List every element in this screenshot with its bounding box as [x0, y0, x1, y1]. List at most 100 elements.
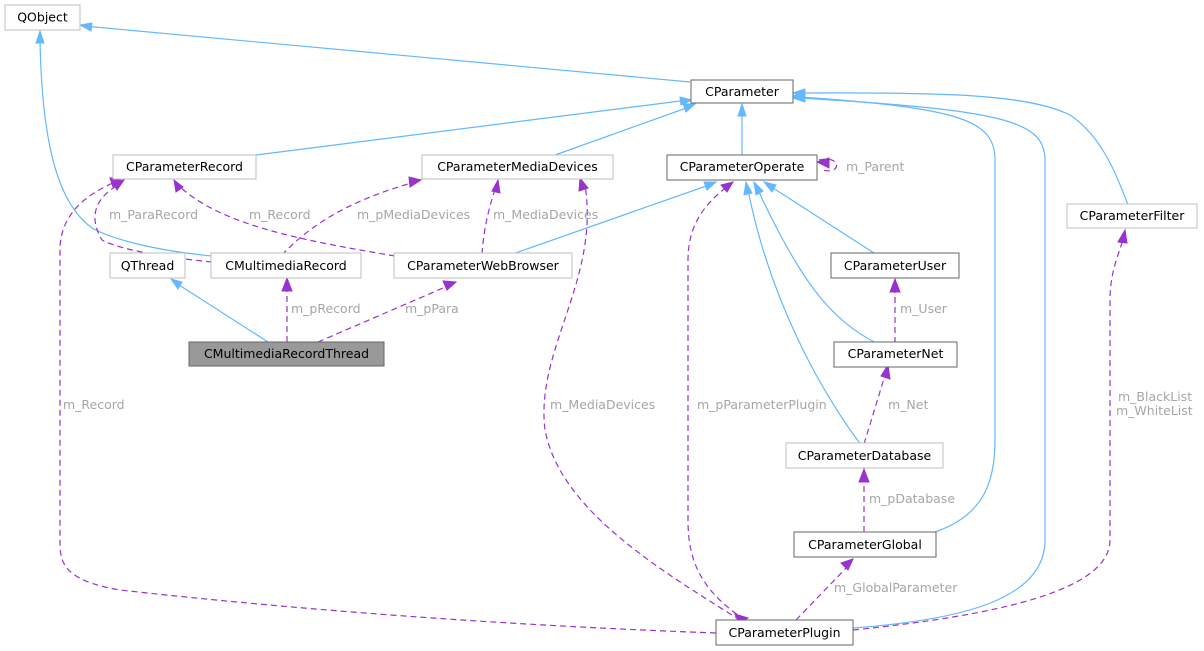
node-cparameter-net[interactable]: CParameterNet [833, 341, 958, 368]
label-m-pparameterplugin: m_pParameterPlugin [697, 397, 827, 412]
node-cparameter-operate[interactable]: CParameterOperate [666, 154, 818, 181]
node-cparameter-database-label: CParameterDatabase [798, 448, 932, 463]
edge-mediadevices-to-cparameter [554, 105, 693, 156]
arrow-head-qthread-from-thread [169, 278, 183, 290]
edge-plugin-m-pparameterplugin [687, 185, 746, 621]
edge-filter-to-cparameter [799, 92, 1129, 206]
node-cparameter-box [690, 79, 794, 104]
node-cparameter-media-devices-box [421, 154, 614, 180]
node-cparameter-web-browser-box [393, 252, 573, 279]
arrow-head-mediadevices-m-pmediadevices [408, 176, 423, 188]
label-m-user: m_User [900, 301, 948, 316]
edge-thread-m-ppara [317, 284, 451, 343]
label-m-mediadevices-plugin: m_MediaDevices [550, 397, 655, 412]
node-cparameter-media-devices[interactable]: CParameterMediaDevices [421, 154, 614, 180]
label-m-precord: m_pRecord [291, 301, 361, 316]
edge-net-to-operate [757, 189, 879, 345]
edge-global-to-cparameter [799, 96, 996, 533]
node-cmultimedia-record-thread[interactable]: CMultimediaRecordThread [188, 341, 385, 367]
edge-plugin-to-cparameter [799, 97, 1046, 629]
arrow-head-operate-m-parent [815, 157, 830, 169]
arrow-head-mediadevices-m-mediadevices [491, 178, 501, 194]
node-cparameter-record-box [112, 154, 257, 180]
node-cparameter-record-label: CParameterRecord [126, 159, 243, 174]
edge-cmultimediarecord-m-pmediadevices [281, 181, 416, 256]
node-cparameter-plugin-box [715, 619, 854, 646]
node-cparameter-user-label: CParameterUser [844, 258, 947, 273]
node-qobject-box [4, 4, 81, 31]
label-m-blacklist: m_BlackList [1118, 389, 1192, 404]
edge-user-to-operate [769, 185, 878, 256]
label-m-pdatabase: m_pDatabase [869, 491, 955, 506]
node-cparameter-user[interactable]: CParameterUser [830, 252, 960, 279]
label-m-ppara: m_pPara [405, 301, 459, 316]
node-cmultimedia-record-label: CMultimediaRecord [225, 258, 346, 273]
node-cparameter-operate-box [666, 154, 818, 181]
edge-database-m-net [863, 371, 887, 445]
node-cparameter-media-devices-label: CParameterMediaDevices [437, 159, 598, 174]
node-cparameter-net-label: CParameterNet [848, 346, 944, 361]
node-cmultimedia-record-box [210, 252, 362, 279]
arrow-head-cmultimediarecord-m-precord [281, 276, 293, 292]
arrow-head-cparameter-from-mediadevices [682, 103, 697, 113]
arrow-head-mediadevices-m-mediadevices-plugin [578, 176, 589, 192]
edge-cmultimediarecord-m-pararecord [94, 184, 213, 263]
node-cparameter-plugin-label: CParameterPlugin [728, 625, 840, 640]
node-qobject[interactable]: QObject [4, 4, 81, 31]
node-cparameter[interactable]: CParameter [690, 79, 794, 104]
node-qthread-box [109, 252, 186, 279]
node-cparameter-net-box [833, 341, 958, 368]
label-m-record-web: m_Record [249, 207, 311, 222]
label-m-mediadevices-web: m_MediaDevices [493, 207, 598, 222]
node-cparameter-global[interactable]: CParameterGlobal [793, 531, 937, 558]
arrow-head-operate-from-webbrowser [703, 181, 718, 191]
node-cparameter-global-box [793, 531, 937, 558]
inheritance-edges [35, 22, 1129, 629]
node-cparameter-global-label: CParameterGlobal [808, 537, 922, 552]
node-cparameter-user-box [830, 252, 960, 279]
nodes: QObject CParameter CParameterRecord CPar… [4, 4, 1198, 646]
node-cmultimedia-record-thread-box [188, 341, 385, 367]
arrow-head-net-m-net [880, 363, 891, 380]
edge-plugin-m-mediadevices [543, 184, 741, 621]
node-cparameter-record[interactable]: CParameterRecord [112, 154, 257, 180]
arrow-head-operate-m-pparameterplugin [720, 181, 735, 193]
edge-database-to-operate [747, 189, 862, 446]
edge-plugin-m-globalparameter [795, 565, 849, 621]
node-cparameter-label: CParameter [705, 84, 780, 99]
edge-webbrowser-to-operate [506, 183, 713, 257]
node-cparameter-filter[interactable]: CParameterFilter [1066, 203, 1198, 229]
node-cparameter-web-browser-label: CParameterWebBrowser [407, 258, 560, 273]
arrow-head-qobject-from-cparameter [78, 22, 93, 32]
arrow-head-cparameter-from-plugin [791, 93, 806, 103]
arrow-head-record-m-record [173, 178, 184, 193]
edge-thread-to-qthread [175, 282, 269, 343]
node-cparameter-database[interactable]: CParameterDatabase [785, 442, 944, 469]
node-cparameter-web-browser[interactable]: CParameterWebBrowser [393, 252, 573, 279]
edge-cparameter-to-qobject [83, 25, 691, 83]
label-m-whitelist: m_WhiteList [1116, 403, 1193, 418]
arrow-head-operate-from-database [743, 180, 753, 196]
label-m-net: m_Net [888, 397, 928, 412]
node-cmultimedia-record-thread-label: CMultimediaRecordThread [204, 346, 369, 361]
edge-labels: m_Parent m_ParaRecord m_Record m_pMediaD… [63, 159, 1193, 595]
arrow-head-operate-from-user [762, 181, 777, 193]
arrow-head-database-m-pdatabase [858, 467, 870, 483]
edge-cmultimediarecord-to-qobject [39, 39, 213, 257]
node-qthread[interactable]: QThread [109, 252, 186, 279]
edge-cparameterrecord-to-cparameter [255, 99, 689, 156]
arrow-head-filter-m-blacklist [1117, 228, 1128, 244]
node-cparameter-filter-label: CParameterFilter [1080, 208, 1186, 223]
label-m-record-plugin: m_Record [63, 397, 125, 412]
node-cparameter-filter-box [1066, 203, 1198, 229]
label-m-parent: m_Parent [846, 159, 905, 174]
arrow-head-operate-from-net [753, 180, 764, 196]
node-cmultimedia-record[interactable]: CMultimediaRecord [210, 252, 362, 279]
edge-webbrowser-m-record [177, 184, 396, 257]
node-cparameter-plugin[interactable]: CParameterPlugin [715, 619, 854, 646]
arrow-head-cparameter-from-operate [737, 102, 747, 117]
node-qthread-label: QThread [121, 258, 175, 273]
arrow-head-cparameter-from-record [679, 96, 694, 106]
arrow-head-qobject-from-cmultimediarecord [35, 29, 45, 44]
